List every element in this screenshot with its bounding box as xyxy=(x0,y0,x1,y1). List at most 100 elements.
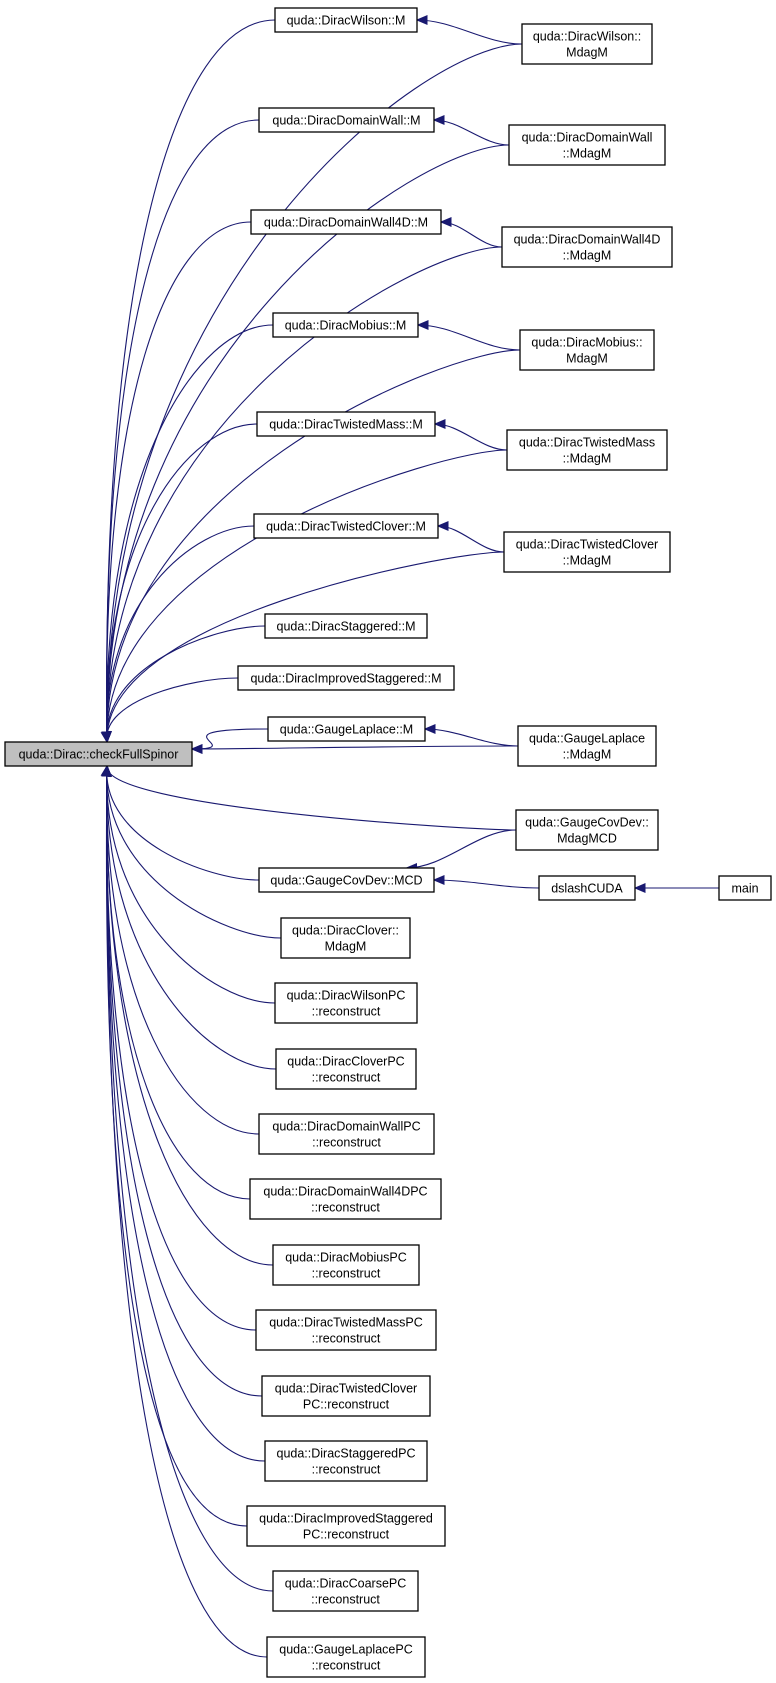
node-box-cloverpc xyxy=(275,1048,417,1090)
node-box-mobiuspc xyxy=(272,1244,420,1286)
node-label-tc_m-line-0: quda::DiracTwistedClover::M xyxy=(266,520,426,534)
node-box-dw_m xyxy=(258,107,435,133)
node-box-stagpc xyxy=(264,1440,428,1482)
node-dw_m[interactable]: quda::DiracDomainWall::M xyxy=(258,107,435,133)
node-label-dslash-line-0: dslashCUDA xyxy=(551,882,623,896)
node-box-dw4d_mdagm xyxy=(501,226,673,268)
node-tm_m[interactable]: quda::DiracTwistedMass::M xyxy=(256,411,436,437)
node-box-dw_mdagm xyxy=(508,124,666,166)
node-label-istagpc-line-0: quda::DiracImprovedStaggered xyxy=(259,1512,433,1526)
edge-tm_mdagm-to-root xyxy=(106,449,508,743)
node-istag_m[interactable]: quda::DiracImprovedStaggered::M xyxy=(237,665,455,691)
edge-stagpc-to-root xyxy=(106,765,266,1462)
node-root[interactable]: quda::Dirac::checkFullSpinor xyxy=(4,741,193,767)
node-box-root xyxy=(4,741,193,767)
node-gl_m[interactable]: quda::GaugeLaplace::M xyxy=(267,716,426,742)
node-main[interactable]: main xyxy=(718,875,772,901)
node-box-clover_mdagm xyxy=(280,917,411,959)
edge-gl_mdagm-to-gl_m xyxy=(424,728,519,747)
graph-edges xyxy=(100,15,719,1658)
node-stag_m[interactable]: quda::DiracStaggered::M xyxy=(264,613,428,639)
node-box-mobius_m xyxy=(272,312,419,338)
node-box-wilsonpc xyxy=(274,982,418,1024)
node-dw4d_m[interactable]: quda::DiracDomainWall4D::M xyxy=(250,209,442,235)
node-label-tm_mdagm-line-0: quda::DiracTwistedMass xyxy=(519,436,655,450)
edge-dslash-to-gcd_mcd xyxy=(433,879,540,889)
node-dw4dpc[interactable]: quda::DiracDomainWall4DPC::reconstruct xyxy=(249,1178,442,1220)
node-clover_mdagm[interactable]: quda::DiracClover::MdagM xyxy=(280,917,411,959)
edge-glpc-to-root-arrowhead xyxy=(101,764,112,777)
node-label-tc_mdagm-line-0: quda::DiracTwistedClover xyxy=(516,538,658,552)
edge-gcd_mdagmcd-to-root xyxy=(106,765,517,831)
node-label-gl_mdagm-line-0: quda::GaugeLaplace xyxy=(529,732,645,746)
node-gcd_mdagmcd[interactable]: quda::GaugeCovDev::MdagMCD xyxy=(515,809,659,851)
node-mobius_m[interactable]: quda::DiracMobius::M xyxy=(272,312,419,338)
edge-gl_mdagm-to-root xyxy=(191,745,519,750)
node-label-main-line-0: main xyxy=(731,882,758,896)
node-wilsonpc[interactable]: quda::DiracWilsonPC::reconstruct xyxy=(274,982,418,1024)
edge-glpc-to-root xyxy=(106,765,268,1658)
node-label-glpc-line-0: quda::GaugeLaplacePC xyxy=(279,1643,412,1657)
node-mobius_mdagm[interactable]: quda::DiracMobius::MdagM xyxy=(519,329,655,371)
node-label-gl_mdagm-line-1: ::MdagM xyxy=(563,748,612,762)
node-label-cloverpc-line-0: quda::DiracCloverPC xyxy=(287,1055,404,1069)
edge-wilson_mdagm-to-wilson_m xyxy=(416,19,523,45)
edge-tm_mdagm-to-tm_m xyxy=(434,423,508,451)
node-tm_mdagm[interactable]: quda::DiracTwistedMass::MdagM xyxy=(506,429,668,471)
node-label-dw_mdagm-line-1: ::MdagM xyxy=(563,147,612,161)
node-stagpc[interactable]: quda::DiracStaggeredPC::reconstruct xyxy=(264,1440,428,1482)
node-dwpc[interactable]: quda::DiracDomainWallPC::reconstruct xyxy=(258,1113,435,1155)
node-label-tc_mdagm-line-1: ::MdagM xyxy=(563,554,612,568)
edge-stag_m-to-root xyxy=(106,625,266,743)
edge-tm_mdagm-to-tm_m-arrowhead xyxy=(433,419,446,429)
node-box-tc_m xyxy=(253,513,439,539)
node-dw4d_mdagm[interactable]: quda::DiracDomainWall4D::MdagM xyxy=(501,226,673,268)
edge-tc_m-to-root xyxy=(106,525,255,743)
node-label-wilson_m-line-0: quda::DiracWilson::M xyxy=(287,14,406,28)
node-dslash[interactable]: dslashCUDA xyxy=(538,875,636,901)
node-istagpc[interactable]: quda::DiracImprovedStaggeredPC::reconstr… xyxy=(246,1505,446,1547)
node-gcd_mcd[interactable]: quda::GaugeCovDev::MCD xyxy=(258,867,435,893)
node-label-tcpc-line-0: quda::DiracTwistedClover xyxy=(275,1382,417,1396)
edge-wilsonpc-to-root xyxy=(106,765,276,1004)
node-coarsepc[interactable]: quda::DiracCoarsePC::reconstruct xyxy=(272,1570,419,1612)
node-gl_mdagm[interactable]: quda::GaugeLaplace::MdagM xyxy=(517,725,657,767)
node-glpc[interactable]: quda::GaugeLaplacePC::reconstruct xyxy=(266,1636,426,1678)
node-mobiuspc[interactable]: quda::DiracMobiusPC::reconstruct xyxy=(272,1244,420,1286)
node-label-dw4d_mdagm-line-0: quda::DiracDomainWall4D xyxy=(514,233,661,247)
edge-tcpc-to-root xyxy=(106,765,263,1397)
node-tc_mdagm[interactable]: quda::DiracTwistedClover::MdagM xyxy=(503,531,671,573)
node-box-gl_m xyxy=(267,716,426,742)
node-label-tm_mdagm-line-1: ::MdagM xyxy=(563,452,612,466)
edge-gl_m-to-root xyxy=(191,728,269,750)
edge-tmpc-to-root xyxy=(106,765,257,1331)
edge-tc_mdagm-to-root xyxy=(106,551,505,743)
edge-dw4dpc-to-root xyxy=(106,765,251,1200)
node-box-dw4d_m xyxy=(250,209,442,235)
node-wilson_m[interactable]: quda::DiracWilson::M xyxy=(274,7,418,33)
node-label-mobiuspc-line-1: ::reconstruct xyxy=(312,1267,381,1281)
edge-gcd_mcd-to-root xyxy=(106,765,260,881)
edge-mobius_mdagm-to-root xyxy=(106,349,521,743)
edge-dwpc-to-root xyxy=(106,765,260,1135)
node-wilson_mdagm[interactable]: quda::DiracWilson::MdagM xyxy=(521,23,653,65)
node-tmpc[interactable]: quda::DiracTwistedMassPC::reconstruct xyxy=(255,1309,437,1351)
edge-coarsepc-to-root xyxy=(106,765,274,1592)
edge-wilson_mdagm-to-wilson_m-arrowhead xyxy=(415,15,428,25)
edge-wilson_m-to-root xyxy=(106,19,276,743)
node-box-gl_mdagm xyxy=(517,725,657,767)
node-label-dw4d_m-line-0: quda::DiracDomainWall4D::M xyxy=(264,216,428,230)
node-dw_mdagm[interactable]: quda::DiracDomainWall::MdagM xyxy=(508,124,666,166)
node-cloverpc[interactable]: quda::DiracCloverPC::reconstruct xyxy=(275,1048,417,1090)
node-label-mobius_mdagm-line-0: quda::DiracMobius:: xyxy=(531,336,642,350)
node-label-dw_mdagm-line-0: quda::DiracDomainWall xyxy=(522,131,653,145)
edge-dw_mdagm-to-dw_m xyxy=(433,119,510,146)
node-tc_m[interactable]: quda::DiracTwistedClover::M xyxy=(253,513,439,539)
node-box-coarsepc xyxy=(272,1570,419,1612)
edge-mobius_mdagm-to-mobius_m-arrowhead xyxy=(416,320,429,330)
edge-istag_m-to-root xyxy=(106,677,239,743)
node-box-wilson_mdagm xyxy=(521,23,653,65)
node-label-glpc-line-1: ::reconstruct xyxy=(312,1659,381,1673)
edge-dslash-to-gcd_mcd-arrowhead xyxy=(432,875,445,885)
